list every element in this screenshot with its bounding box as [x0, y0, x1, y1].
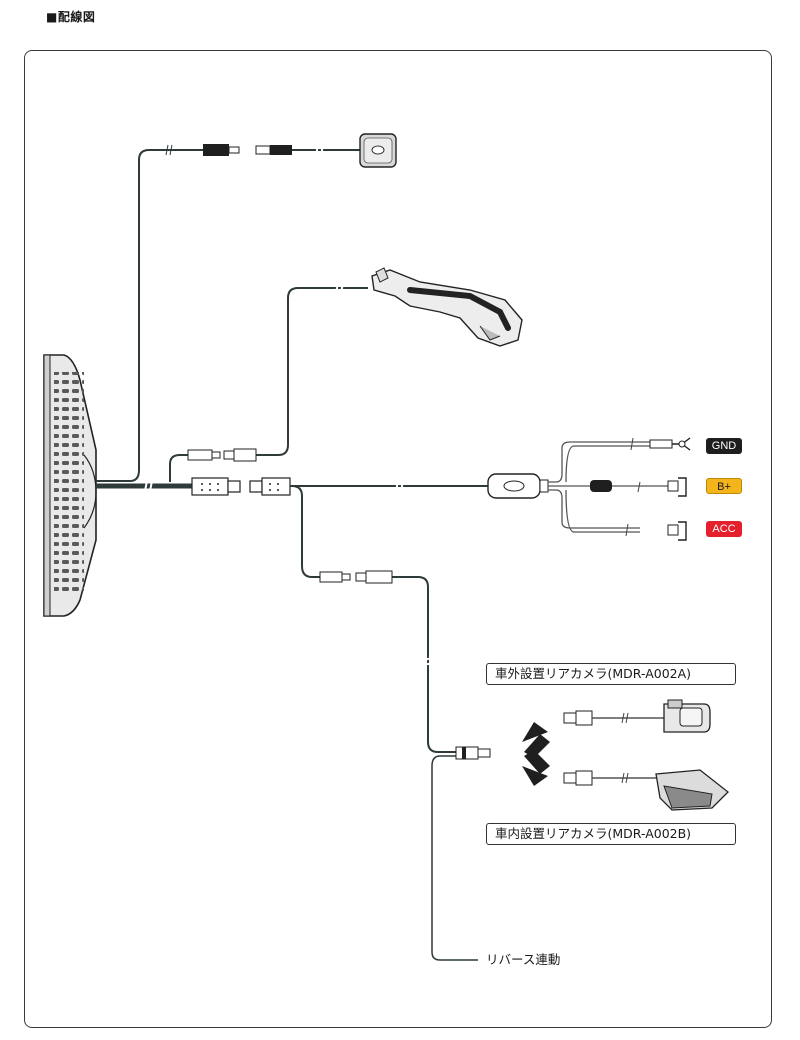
- camera-input-connector: [455, 746, 491, 760]
- camera-cable: [291, 485, 478, 961]
- sensor-cable: [169, 282, 368, 482]
- arrow-to-exterior-camera: [522, 722, 550, 758]
- main-harness: [96, 144, 205, 492]
- bplus-label: B+: [706, 478, 742, 494]
- exterior-rear-camera: [563, 699, 711, 733]
- noise-filter: [487, 473, 549, 499]
- sensor-connector: [187, 448, 257, 462]
- exterior-camera-label: 車外設置リアカメラ(MDR-A002A): [486, 663, 736, 685]
- acc-label: ACC: [706, 521, 742, 537]
- interior-camera-label: 車内設置リアカメラ(MDR-A002B): [486, 823, 736, 845]
- arrow-to-interior-camera: [522, 750, 550, 786]
- interior-rear-camera: [563, 769, 729, 811]
- gnd-terminal: [630, 437, 691, 451]
- main-connector-left: [191, 477, 241, 496]
- acc-terminal: [625, 521, 687, 541]
- reverse-link-label: リバース連動: [486, 952, 561, 967]
- monitor-unit: [43, 354, 97, 617]
- power-branches: [548, 441, 668, 533]
- main-connector-right: [249, 477, 291, 496]
- page-title: ■配線図: [46, 10, 96, 24]
- diagram-frame: [24, 50, 772, 1028]
- gnd-label: GND: [706, 438, 742, 454]
- camera-extension-connector: [319, 570, 393, 584]
- mirror-bracket-unit: [371, 267, 523, 347]
- bplus-fuse-holder: [590, 477, 687, 497]
- gps-antenna: [359, 133, 397, 168]
- gps-antenna-cable: [203, 144, 360, 156]
